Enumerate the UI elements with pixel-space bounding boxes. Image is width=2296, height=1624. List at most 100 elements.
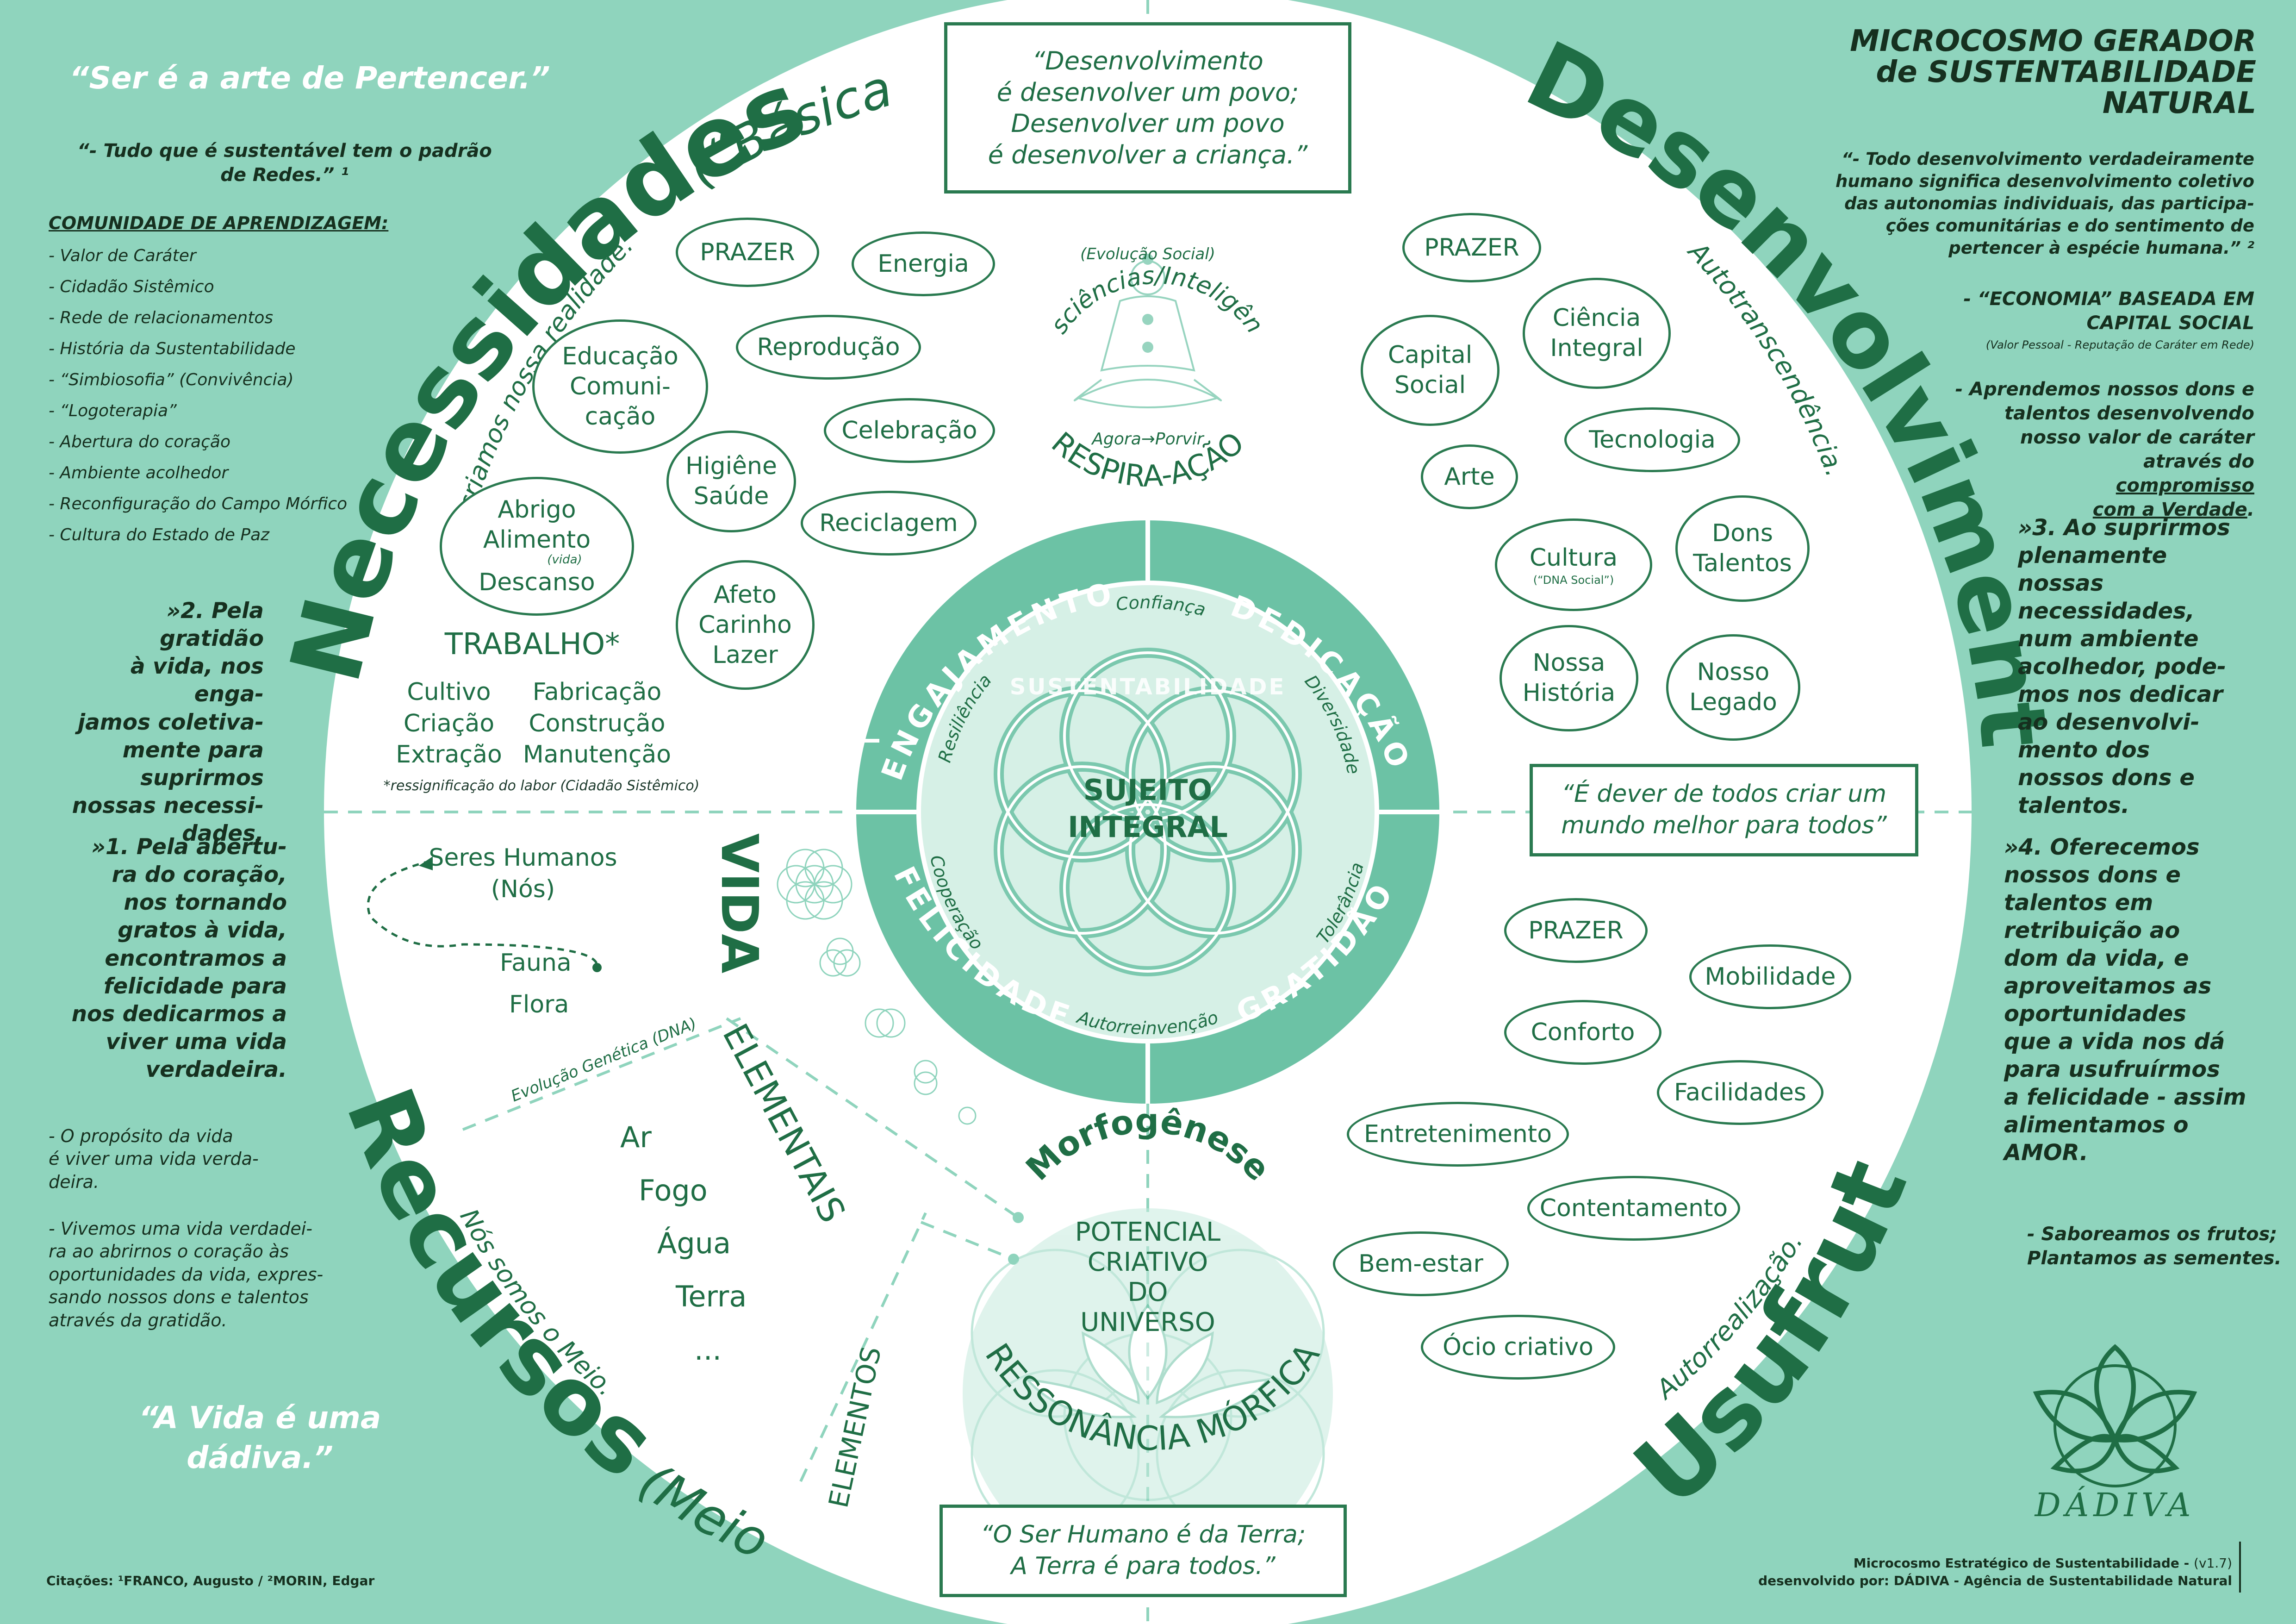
- aprendemos-line: talentos desenvolvendo: [2004, 403, 2254, 424]
- step4-line: dom da vida, e: [2004, 945, 2189, 971]
- step3-line: talentos.: [2018, 793, 2130, 818]
- proposito-line: deira.: [49, 1171, 100, 1192]
- dadiva-logo-icon: [2033, 1344, 2197, 1487]
- agora-porvir: Agora→Porvir: [1091, 430, 1204, 449]
- step3-line: acolhedor, pode-: [2018, 654, 2227, 680]
- step4-line: oportunidades: [2004, 1001, 2186, 1027]
- bubble-prazer-necessidades: PRAZER: [676, 218, 819, 287]
- element-item: Terra: [676, 1280, 747, 1314]
- morin-line: pertencer à espécie humana.” ²: [1948, 238, 2254, 258]
- trab1-line: Extração: [396, 741, 502, 769]
- economia-block: - “ECONOMIA” BASEADA EM CAPITAL SOCIAL (…: [1963, 288, 2254, 351]
- topQuote-line: Desenvolver um povo: [1011, 109, 1285, 138]
- step3-line: necessidades,: [2018, 598, 2195, 624]
- step1-line: nos dedicarmos a: [71, 1001, 287, 1027]
- step3-line: num ambiente: [2018, 626, 2199, 652]
- morin-line: ções comunitárias e do sentimento de: [1885, 216, 2254, 236]
- comunidade-block: COMUNIDADE DE APRENDIZAGEM: - Valor de C…: [49, 213, 388, 556]
- trab1-line: Criação: [403, 709, 495, 737]
- comunidade-item: - “Logoterapia”: [49, 401, 177, 420]
- step2-line: mente para: [122, 737, 264, 763]
- bubble-cultura: Cultura (“DNA Social”): [1495, 518, 1652, 611]
- bubble-prazer-usufruto: PRAZER: [1504, 898, 1648, 963]
- step2-line: à vida, nos enga-: [130, 654, 264, 707]
- potencial-line1: POTENCIAL: [1075, 1217, 1220, 1247]
- comunidade-item: - Rede de relacionamentos: [49, 308, 274, 327]
- vivemos-line: através da gratidão.: [49, 1310, 227, 1330]
- step4-line: talentos em: [2004, 890, 2153, 916]
- step2-line: »2. Pela gratidão: [160, 598, 264, 652]
- sustentabilidade-text: SUSTENTABILIDADE: [1010, 674, 1286, 700]
- bubble-arte: Arte: [1421, 444, 1518, 509]
- vivemos-line: oportunidades da vida, expres-: [49, 1264, 324, 1285]
- step1-line: gratos à vida,: [118, 918, 287, 943]
- comunidade-list: - Valor de Caráter - Cidadão Sistêmico - R…: [49, 246, 388, 544]
- trab2-line: Manutenção: [523, 741, 672, 769]
- comunidade-title: COMUNIDADE DE APRENDIZAGEM:: [49, 213, 389, 233]
- trabalho-title: TRABALHO*: [444, 627, 620, 662]
- bubble-ocio-criativo: Ócio criativo: [1421, 1315, 1615, 1380]
- seres-humanos: Seres Humanos (Nós): [429, 844, 617, 903]
- step4-line: »4. Oferecemos: [2004, 834, 2200, 860]
- page-title: MICROCOSMO GERADOR de SUSTENTABILIDADE N…: [1850, 24, 2256, 121]
- element-item: Água: [657, 1226, 731, 1261]
- step3-line: ao desenvolvi-: [2018, 709, 2200, 735]
- step3-line: plenamente nossas: [2018, 543, 2167, 596]
- vida-label: VIDA: [710, 833, 769, 974]
- step1-line: ra do coração,: [112, 862, 287, 888]
- step3-line: mento dos: [2018, 737, 2150, 763]
- topQuote-line: “Desenvolvimento: [1032, 46, 1263, 75]
- flower-of-life-icon: [777, 849, 977, 1125]
- step1-line: verdadeira.: [145, 1057, 287, 1083]
- morin-line: “- Todo desenvolvimento verdadeiramente: [1842, 149, 2254, 169]
- flora-label: Flora: [509, 991, 569, 1018]
- step2-line: jamos coletiva-: [77, 709, 264, 735]
- step2-line: nossas necessi-: [72, 793, 264, 819]
- rightQuote-line: “É dever de todos criar um: [1562, 780, 1886, 808]
- quote-redes: “- Tudo que é sustentável tem o padrão d…: [77, 140, 492, 186]
- comunidade-item: - Abertura do coração: [49, 432, 230, 451]
- quote-box-terra: “O Ser Humano é da Terra;A Terra é para …: [940, 1505, 1347, 1597]
- bottomQuote-line: A Terra é para todos.”: [1011, 1552, 1276, 1580]
- comunidade-item: - Ambiente acolhedor: [49, 463, 229, 482]
- step4-line: para usufruírmos: [2004, 1056, 2220, 1082]
- potencial-line2: CRIATIVO: [1088, 1247, 1208, 1277]
- step3-line: nossos dons e: [2018, 765, 2195, 791]
- step4-line: a felicidade - assim: [2004, 1084, 2246, 1110]
- step1-line: nos tornando: [124, 890, 287, 916]
- lotus-flower-icon: [963, 1208, 1333, 1579]
- trab1-line: Cultivo: [407, 678, 491, 706]
- aprendemos-line: nosso valor de caráter: [2020, 427, 2254, 448]
- step3-line: »3. Ao suprirmos: [2018, 515, 2230, 541]
- step3-line: mos nos dedicar: [2018, 681, 2223, 707]
- step4-line: AMOR.: [2004, 1140, 2088, 1166]
- element-item: Ar: [620, 1120, 652, 1154]
- bubble-facilidades: Facilidades: [1657, 1060, 1823, 1125]
- core-line2: INTEGRAL: [1068, 810, 1228, 844]
- bubble-tecnologia: Tecnologia: [1564, 407, 1740, 472]
- bubble-conforto: Conforto: [1504, 1000, 1661, 1065]
- bubble-mobilidade: Mobilidade: [1689, 944, 1851, 1009]
- trab2-line: Construção: [529, 709, 666, 737]
- comunidade-item: - Cidadão Sistêmico: [49, 277, 214, 296]
- morin-line: humano significa desenvolvimento coletiv…: [1835, 171, 2254, 192]
- element-item: Fogo: [639, 1173, 708, 1207]
- meditating-figure-icon: [1073, 254, 1222, 408]
- step4-line: aproveitamos as: [2004, 973, 2212, 999]
- comunidade-item: - Reconfiguração do Campo Mórfico: [49, 494, 348, 513]
- step4-line: alimentamos o: [2004, 1112, 2189, 1138]
- step4-line: nossos dons e: [2004, 862, 2181, 888]
- comunidade-item: - Valor de Caráter: [49, 246, 196, 265]
- fauna-label: Fauna: [500, 949, 572, 977]
